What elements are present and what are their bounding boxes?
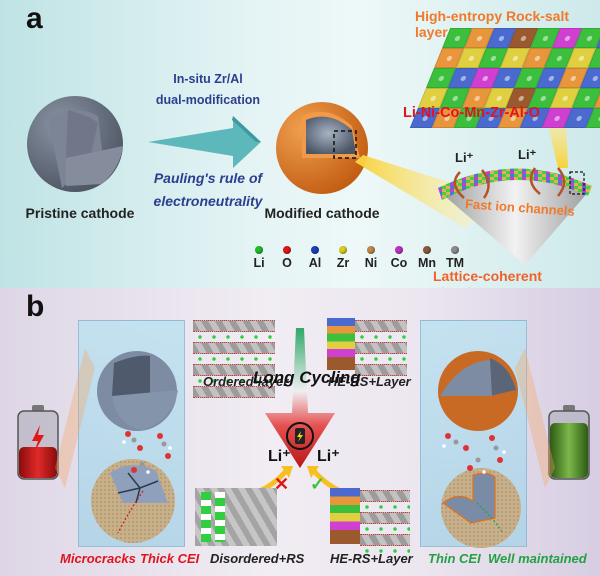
legend-dot-icon [367,246,375,254]
legend-item-al: Al [304,246,326,270]
process-line-1: In-situ Zr/Al [173,72,243,86]
he-rs-layer-structure-top [327,318,407,378]
left-zoom-beam [55,348,95,488]
principle-line-2: electroneutrality [153,193,263,209]
microcracks-label: Microcracks [60,551,136,566]
legend-label: Al [308,256,322,270]
legend-label: Mn [417,256,437,270]
left-cracked-sphere [91,459,175,543]
modified-cathode-sphere [276,102,368,194]
li-ion-label-2: Li⁺ [518,147,537,162]
long-cycling-label: Long Cycling [253,368,361,387]
li-ion-label-1: Li⁺ [455,150,474,165]
ordered-layer-structure [193,318,275,400]
process-arrow-icon [148,116,261,168]
legend-label: O [282,256,292,270]
composition-label: Li-Ni-Co-Mn-Zr-Al-O [403,105,540,121]
panel-b: b Ordered-layer HE-RS+Layer [0,288,600,576]
long-cycling-arrow-icon [265,328,335,468]
zoom-region-box [333,130,357,159]
rock-salt-title: High-entropy Rock-salt layer [415,8,570,40]
lattice-cone [438,167,592,265]
pass-mark-icon: ✓ [310,474,326,494]
left-pristine-sphere [97,351,178,431]
legend-item-li: Li [248,246,270,270]
well-maintained-label: Well maintained [488,551,587,566]
battery-full-icon [548,405,590,480]
legend-item-mn: Mn [416,246,438,270]
disordered-rs-structure [195,488,277,546]
legend-item-o: O [276,246,298,270]
thick-cei-label: Thick CEI [140,551,200,566]
process-line-2: dual-modification [155,93,261,107]
legend-item-zr: Zr [332,246,354,270]
modified-cathode-label: Modified cathode [264,205,380,221]
right-zoom-beam [515,348,555,488]
li-ion-label-left: Li⁺ [268,448,291,465]
legend-dot-icon [395,246,403,254]
panel-label-a: a [26,2,43,35]
legend-item-ni: Ni [360,246,382,270]
right-modified-sphere [438,351,518,431]
pristine-cathode-sphere [27,96,123,192]
legend-label: Li [253,256,265,270]
he-rs-layer-structure-bottom [330,488,410,554]
principle-line-1: Pauling's rule of [153,170,263,186]
disordered-rs-label: Disordered+RS [210,551,305,566]
battery-low-icon [17,405,59,480]
legend-label: TM [445,256,465,270]
legend-label: Zr [336,256,350,270]
legend-dot-icon [339,246,347,254]
pristine-cathode-label: Pristine cathode [25,205,135,221]
legend-item-tm: TM [444,246,466,270]
legend-dot-icon [451,246,459,254]
panel-label-b: b [26,290,45,323]
legend-dot-icon [283,246,291,254]
right-intact-sphere [441,468,521,548]
element-legend: Li O Al Zr Ni Co Mn TM [248,246,466,270]
thin-cei-label: Thin CEI [428,551,481,566]
legend-dot-icon [255,246,263,254]
legend-dot-icon [311,246,319,254]
electrolyte-molecules-left [122,431,172,474]
blocked-mark-icon: ✕ [274,474,290,494]
legend-label: Co [390,256,408,270]
electrolyte-molecules-right [442,433,506,474]
legend-dot-icon [423,246,431,254]
legend-item-co: Co [388,246,410,270]
legend-label: Ni [364,256,378,270]
he-rs-layer-label-bottom: HE-RS+Layer [330,551,413,566]
ordered-layer-label: Ordered-layer [203,374,289,389]
he-rs-layer-label-top: HE-RS+Layer [328,374,411,389]
li-ion-label-right: Li⁺ [317,448,340,465]
panel-a: a Pristine cathode In-situ Zr/Al dual-mo… [0,0,600,288]
